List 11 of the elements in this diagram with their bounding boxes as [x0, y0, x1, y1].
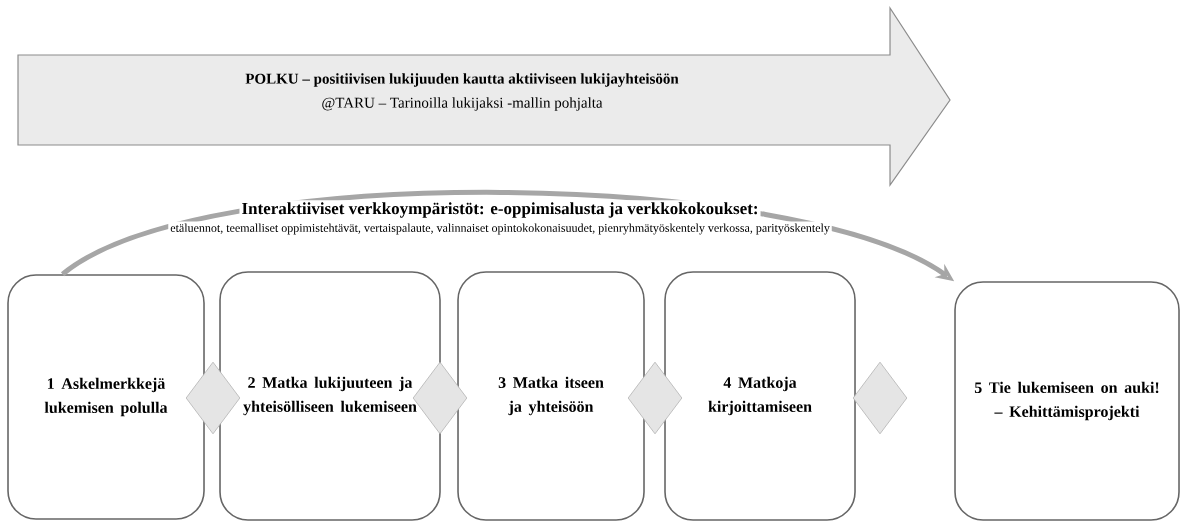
step-box: 5 Tie lukemiseen on auki! – Kehittämisprojekti	[954, 281, 1180, 521]
heading-text: Interaktiiviset verkkoympäristöt: e-oppimisalusta ja verkkokokoukset:	[242, 202, 757, 218]
step-box: 1 Askelmerkkejä lukemisen polulla	[7, 274, 205, 520]
diamond-shape	[627, 361, 683, 435]
arrow-band: POLKU – positiivisen lukijuuden kautta aktiiviseen lukijayhteisöön @TARU – Tarinoilla lukijaksi -mallin pohjalta	[17, 6, 951, 187]
step-box: 2 Matka lukijuuteen ja yhteisölliseen lukemiseen	[219, 271, 441, 521]
note-text: etäluennot, teemalliset oppimistehtävät, vertaispalaute, valinnaiset opintokokonaisuudet, pienryhmätyöskentely verkossa, parityöskentely	[170, 223, 830, 235]
step-box: 4 Matkoja kirjoittamiseen	[664, 271, 856, 521]
diamond-shape	[185, 361, 241, 435]
diamond-shape	[852, 361, 908, 435]
step-box: 3 Matka itseen ja yhteisöön	[457, 271, 645, 521]
